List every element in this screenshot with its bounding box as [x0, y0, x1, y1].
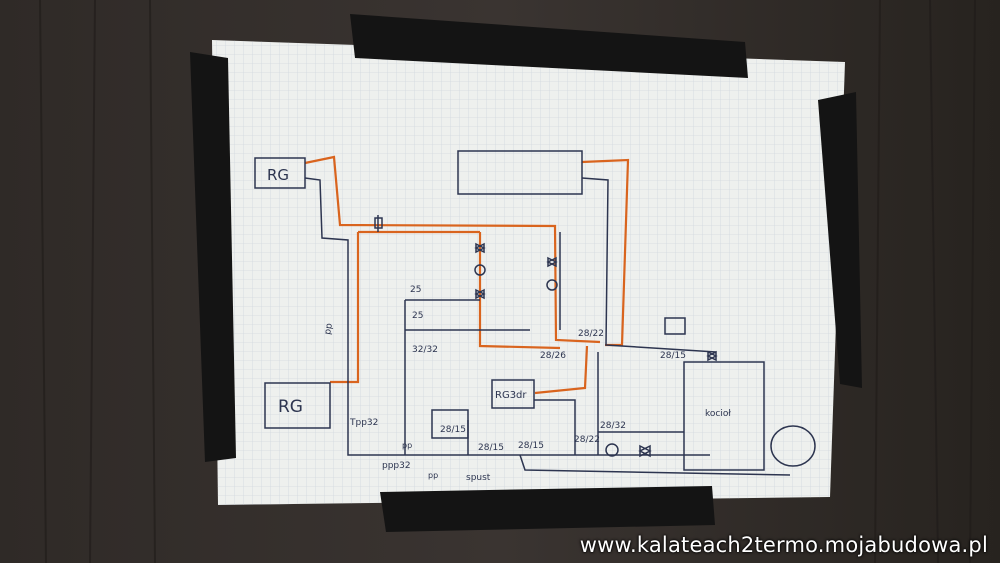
- label-28-32: 28/32: [600, 421, 626, 431]
- label-28-22: 28/22: [578, 329, 604, 339]
- label-28-15-b: 28/15: [478, 443, 504, 453]
- handwritten-labels: RG RG RG3dr kocioł pp Tpp32 ppp32 25 25 …: [267, 166, 731, 483]
- label-pp-left: pp: [323, 322, 335, 335]
- blue-ink-lines: [254, 150, 816, 476]
- label-28-15-d: 28/15: [660, 351, 686, 361]
- label-25b: 25: [412, 311, 423, 321]
- label-28-15-c: 28/15: [518, 441, 544, 451]
- label-28-15-a: 28/15: [440, 425, 466, 435]
- label-rg-top: RG: [267, 166, 289, 184]
- paper-sheet: [212, 40, 845, 505]
- label-pp-1: pp: [402, 441, 412, 450]
- label-pp-2: pp: [428, 471, 438, 480]
- watermark-text: www.kalateach2termo.mojabudowa.pl: [579, 533, 988, 557]
- label-rg3d: RG3dr: [495, 390, 527, 401]
- label-kociol: kocioł: [705, 409, 731, 419]
- label-32-32: 32/32: [412, 345, 438, 355]
- label-28-26: 28/26: [540, 351, 566, 361]
- tape-strips: [190, 14, 862, 532]
- label-spust: spust: [466, 473, 491, 483]
- label-ppp32: ppp32: [382, 461, 411, 471]
- label-25: 25: [410, 285, 421, 295]
- label-28-22-b: 28/22: [574, 435, 600, 445]
- wood-grain: [39, 0, 976, 563]
- label-rg-bottom: RG: [278, 397, 303, 417]
- label-tpp32: Tpp32: [349, 418, 378, 428]
